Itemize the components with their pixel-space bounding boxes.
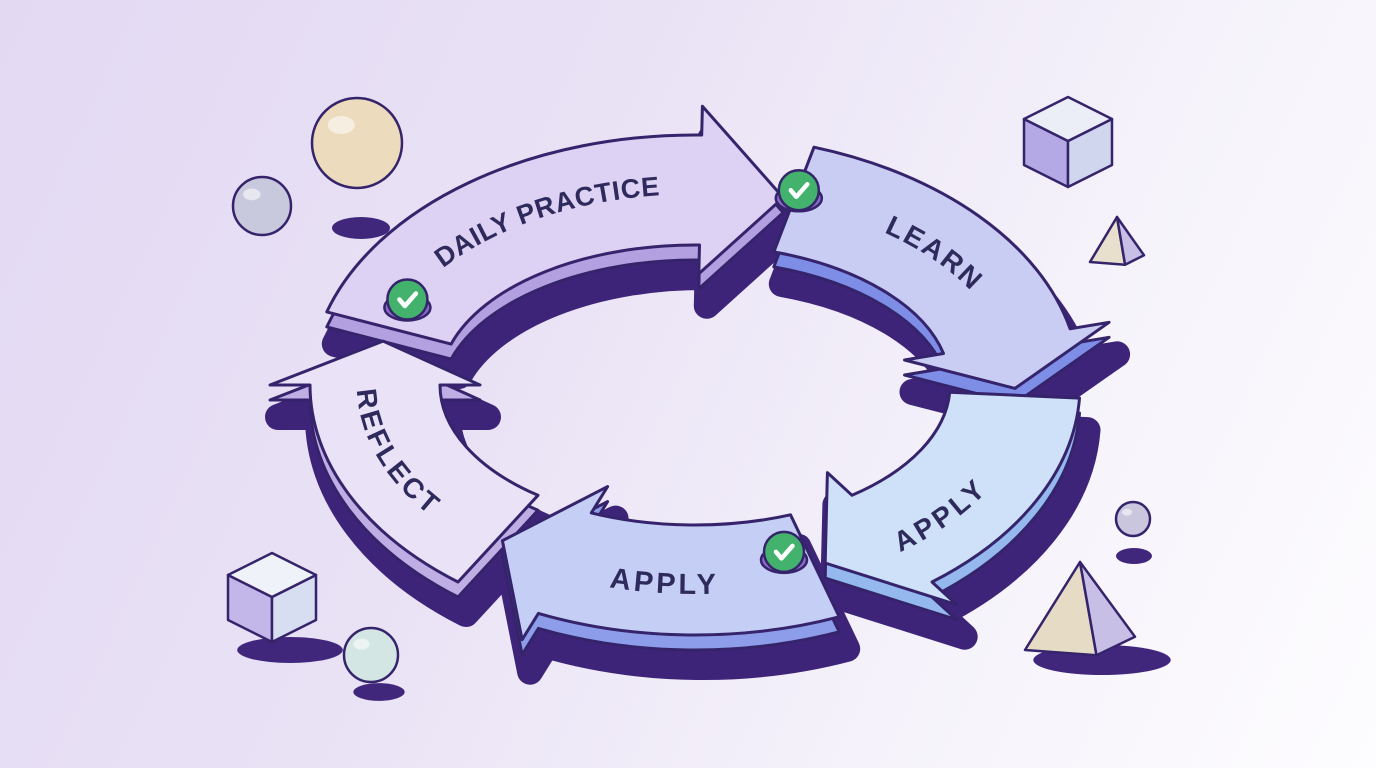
shape-shadow — [237, 637, 343, 663]
arrow-learn — [772, 145, 1111, 390]
cube-top-face — [1022, 95, 1114, 143]
arrow-daily-practice — [325, 104, 785, 346]
cube-decoration — [1022, 95, 1114, 189]
sphere-shape — [310, 96, 404, 190]
sphere-shape — [1114, 500, 1152, 538]
pyramid-right-face — [1078, 560, 1137, 657]
check-badge-daily-practice — [383, 278, 432, 322]
check-badge-learn — [774, 169, 824, 213]
sphere-decoration — [1114, 500, 1152, 538]
checkmark-icon — [397, 291, 419, 309]
sphere-decoration — [231, 175, 293, 237]
pyramid-right-face — [1115, 215, 1146, 266]
badge-circle — [762, 530, 806, 574]
sphere-highlight — [1121, 508, 1133, 516]
checkmark-icon — [788, 182, 810, 200]
arrow-apply-right — [823, 390, 1081, 607]
sphere-highlight — [353, 638, 370, 650]
cube-decoration — [226, 551, 343, 663]
pyramid-decoration — [1088, 215, 1146, 266]
checkmark-icon — [773, 543, 795, 561]
cycle-segment-reflect: REFLECT — [268, 339, 540, 584]
cycle-segment-apply-bottom: APPLY — [500, 485, 841, 642]
badge-circle — [386, 278, 429, 321]
shape-shadow — [353, 683, 405, 701]
sphere-shape — [342, 626, 400, 684]
sphere-decoration — [310, 96, 404, 190]
arrow-apply-bottom — [500, 485, 841, 642]
cube-top-face — [226, 551, 318, 599]
shadow-dot — [332, 217, 390, 239]
dot-decoration — [332, 217, 390, 239]
pyramid-decoration — [1023, 560, 1171, 675]
cycle-segment-learn: LEARN — [772, 145, 1111, 390]
sphere-highlight — [327, 116, 355, 134]
dot-decoration — [1116, 548, 1152, 564]
sphere-highlight — [243, 188, 261, 201]
sphere-shape — [231, 175, 293, 237]
arrow-reflect — [268, 339, 540, 584]
badge-circle — [777, 169, 821, 212]
check-badge-apply-bottom — [759, 530, 809, 575]
shadow-dot — [1116, 548, 1152, 564]
sphere-decoration — [342, 626, 405, 701]
cycle-segment-apply-right: APPLY — [823, 390, 1081, 607]
